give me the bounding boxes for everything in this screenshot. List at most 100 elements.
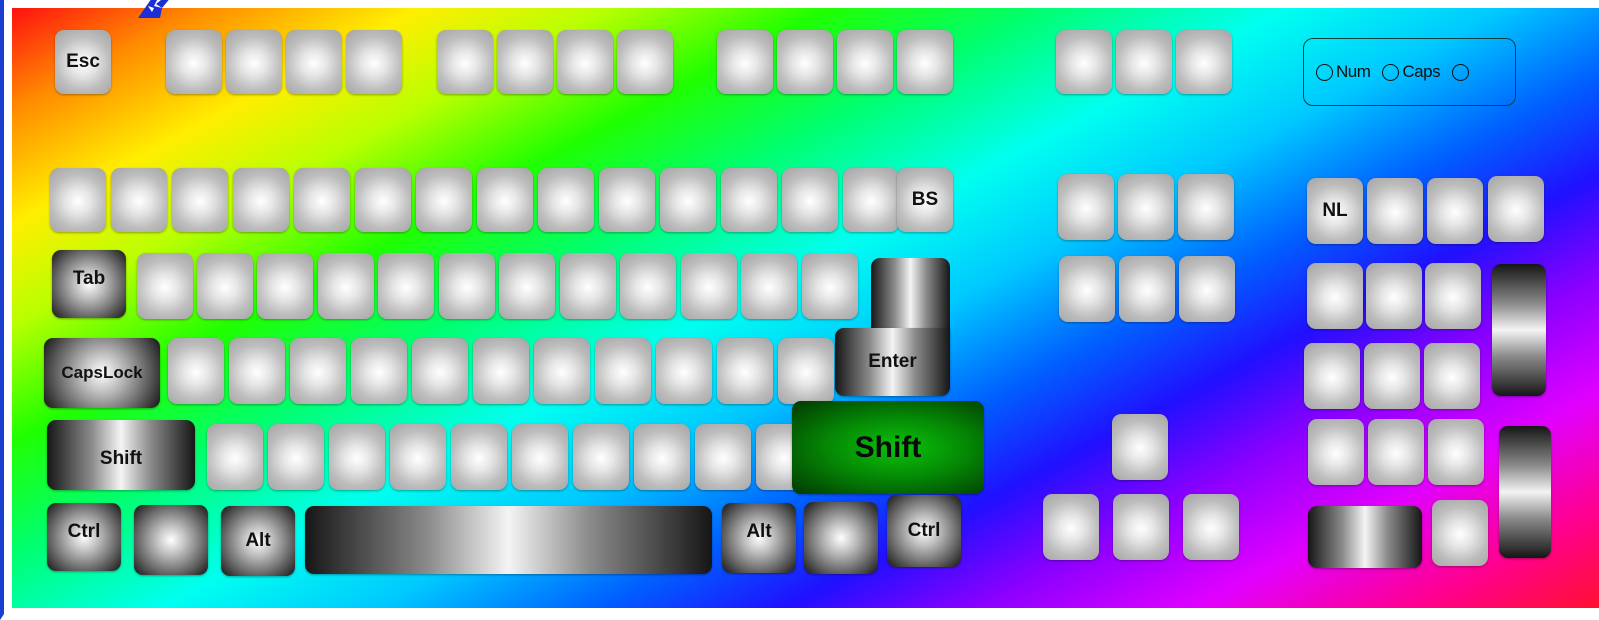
key-t[interactable] — [378, 253, 434, 319]
key-f2[interactable] — [226, 30, 282, 94]
key-num-1[interactable] — [1308, 419, 1364, 485]
key-j[interactable] — [534, 338, 590, 404]
key-num-divide[interactable] — [1367, 178, 1423, 244]
key-g[interactable] — [412, 338, 468, 404]
key-semicolon[interactable] — [717, 338, 773, 404]
key-num-plus[interactable] — [1492, 264, 1546, 396]
key-num-9[interactable] — [1425, 263, 1481, 329]
key-num-8[interactable] — [1366, 263, 1422, 329]
key-f9[interactable] — [717, 30, 773, 94]
key-f11[interactable] — [837, 30, 893, 94]
key-win-left[interactable] — [134, 505, 208, 575]
key-num-decimal[interactable] — [1432, 500, 1488, 566]
key-alt-left[interactable]: Alt — [221, 506, 295, 576]
key-pause[interactable] — [1176, 30, 1232, 94]
key-r[interactable] — [318, 253, 374, 319]
key-f7[interactable] — [557, 30, 613, 94]
key-backslash[interactable] — [843, 168, 899, 232]
key-page-down[interactable] — [1179, 256, 1235, 322]
key-insert[interactable] — [1058, 174, 1114, 240]
key-equals[interactable] — [782, 168, 838, 232]
key-k[interactable] — [595, 338, 651, 404]
key-f10[interactable] — [777, 30, 833, 94]
key-minus[interactable] — [721, 168, 777, 232]
key-a[interactable] — [168, 338, 224, 404]
key-backtick[interactable] — [50, 168, 106, 232]
key-quote[interactable] — [778, 338, 834, 404]
key-n[interactable] — [512, 424, 568, 490]
key-c[interactable] — [329, 424, 385, 490]
key-w[interactable] — [197, 253, 253, 319]
key-u[interactable] — [499, 253, 555, 319]
key-esc[interactable]: Esc — [55, 30, 111, 94]
key-bracket-left[interactable] — [741, 253, 797, 319]
key-num-5[interactable] — [1364, 343, 1420, 409]
key-y[interactable] — [439, 253, 495, 319]
key-e[interactable] — [257, 253, 313, 319]
key-9[interactable] — [599, 168, 655, 232]
key-f4[interactable] — [346, 30, 402, 94]
key-backspace[interactable]: BS — [897, 168, 953, 232]
key-0[interactable] — [660, 168, 716, 232]
key-period[interactable] — [695, 424, 751, 490]
key-delete[interactable] — [1059, 256, 1115, 322]
key-s[interactable] — [229, 338, 285, 404]
key-6[interactable] — [416, 168, 472, 232]
key-enter[interactable]: Enter — [835, 328, 950, 396]
key-num-7[interactable] — [1307, 263, 1363, 329]
key-o[interactable] — [620, 253, 676, 319]
key-d[interactable] — [290, 338, 346, 404]
key-num-2[interactable] — [1368, 419, 1424, 485]
key-comma[interactable] — [634, 424, 690, 490]
key-x[interactable] — [268, 424, 324, 490]
key-v[interactable] — [390, 424, 446, 490]
key-f12[interactable] — [897, 30, 953, 94]
key-h[interactable] — [473, 338, 529, 404]
key-ctrl-left[interactable]: Ctrl — [47, 503, 121, 571]
key-ctrl-right[interactable]: Ctrl — [887, 495, 961, 567]
key-num-enter[interactable] — [1499, 426, 1551, 558]
key-shift-left[interactable]: Shift — [47, 420, 195, 490]
key-4[interactable] — [294, 168, 350, 232]
key-win-right[interactable] — [804, 502, 878, 574]
key-alt-right[interactable]: Alt — [722, 503, 796, 573]
key-bracket-right[interactable] — [802, 253, 858, 319]
key-num-0[interactable] — [1308, 506, 1422, 568]
key-7[interactable] — [477, 168, 533, 232]
key-space[interactable] — [305, 506, 712, 574]
key-l[interactable] — [656, 338, 712, 404]
key-8[interactable] — [538, 168, 594, 232]
key-page-up[interactable] — [1178, 174, 1234, 240]
key-num-4[interactable] — [1304, 343, 1360, 409]
key-f5[interactable] — [437, 30, 493, 94]
key-q[interactable] — [137, 253, 193, 319]
key-i[interactable] — [560, 253, 616, 319]
key-numlock[interactable]: NL — [1307, 178, 1363, 244]
key-arrow-right[interactable] — [1183, 494, 1239, 560]
key-arrow-up[interactable] — [1112, 414, 1168, 480]
key-2[interactable] — [172, 168, 228, 232]
key-num-3[interactable] — [1428, 419, 1484, 485]
key-tab[interactable]: Tab — [52, 250, 126, 318]
key-f1[interactable] — [166, 30, 222, 94]
key-num-minus[interactable] — [1488, 176, 1544, 242]
key-f6[interactable] — [497, 30, 553, 94]
key-capslock[interactable]: CapsLock — [44, 338, 160, 408]
key-shift-right[interactable]: Shift — [792, 401, 984, 494]
key-z[interactable] — [207, 424, 263, 490]
key-num-multiply[interactable] — [1427, 178, 1483, 244]
key-arrow-down[interactable] — [1113, 494, 1169, 560]
key-5[interactable] — [355, 168, 411, 232]
key-f3[interactable] — [286, 30, 342, 94]
key-home[interactable] — [1118, 174, 1174, 240]
key-m[interactable] — [573, 424, 629, 490]
key-3[interactable] — [233, 168, 289, 232]
key-arrow-left[interactable] — [1043, 494, 1099, 560]
key-scroll-lock[interactable] — [1116, 30, 1172, 94]
key-p[interactable] — [681, 253, 737, 319]
key-f[interactable] — [351, 338, 407, 404]
key-num-6[interactable] — [1424, 343, 1480, 409]
key-print-screen[interactable] — [1056, 30, 1112, 94]
key-end[interactable] — [1119, 256, 1175, 322]
key-1[interactable] — [111, 168, 167, 232]
